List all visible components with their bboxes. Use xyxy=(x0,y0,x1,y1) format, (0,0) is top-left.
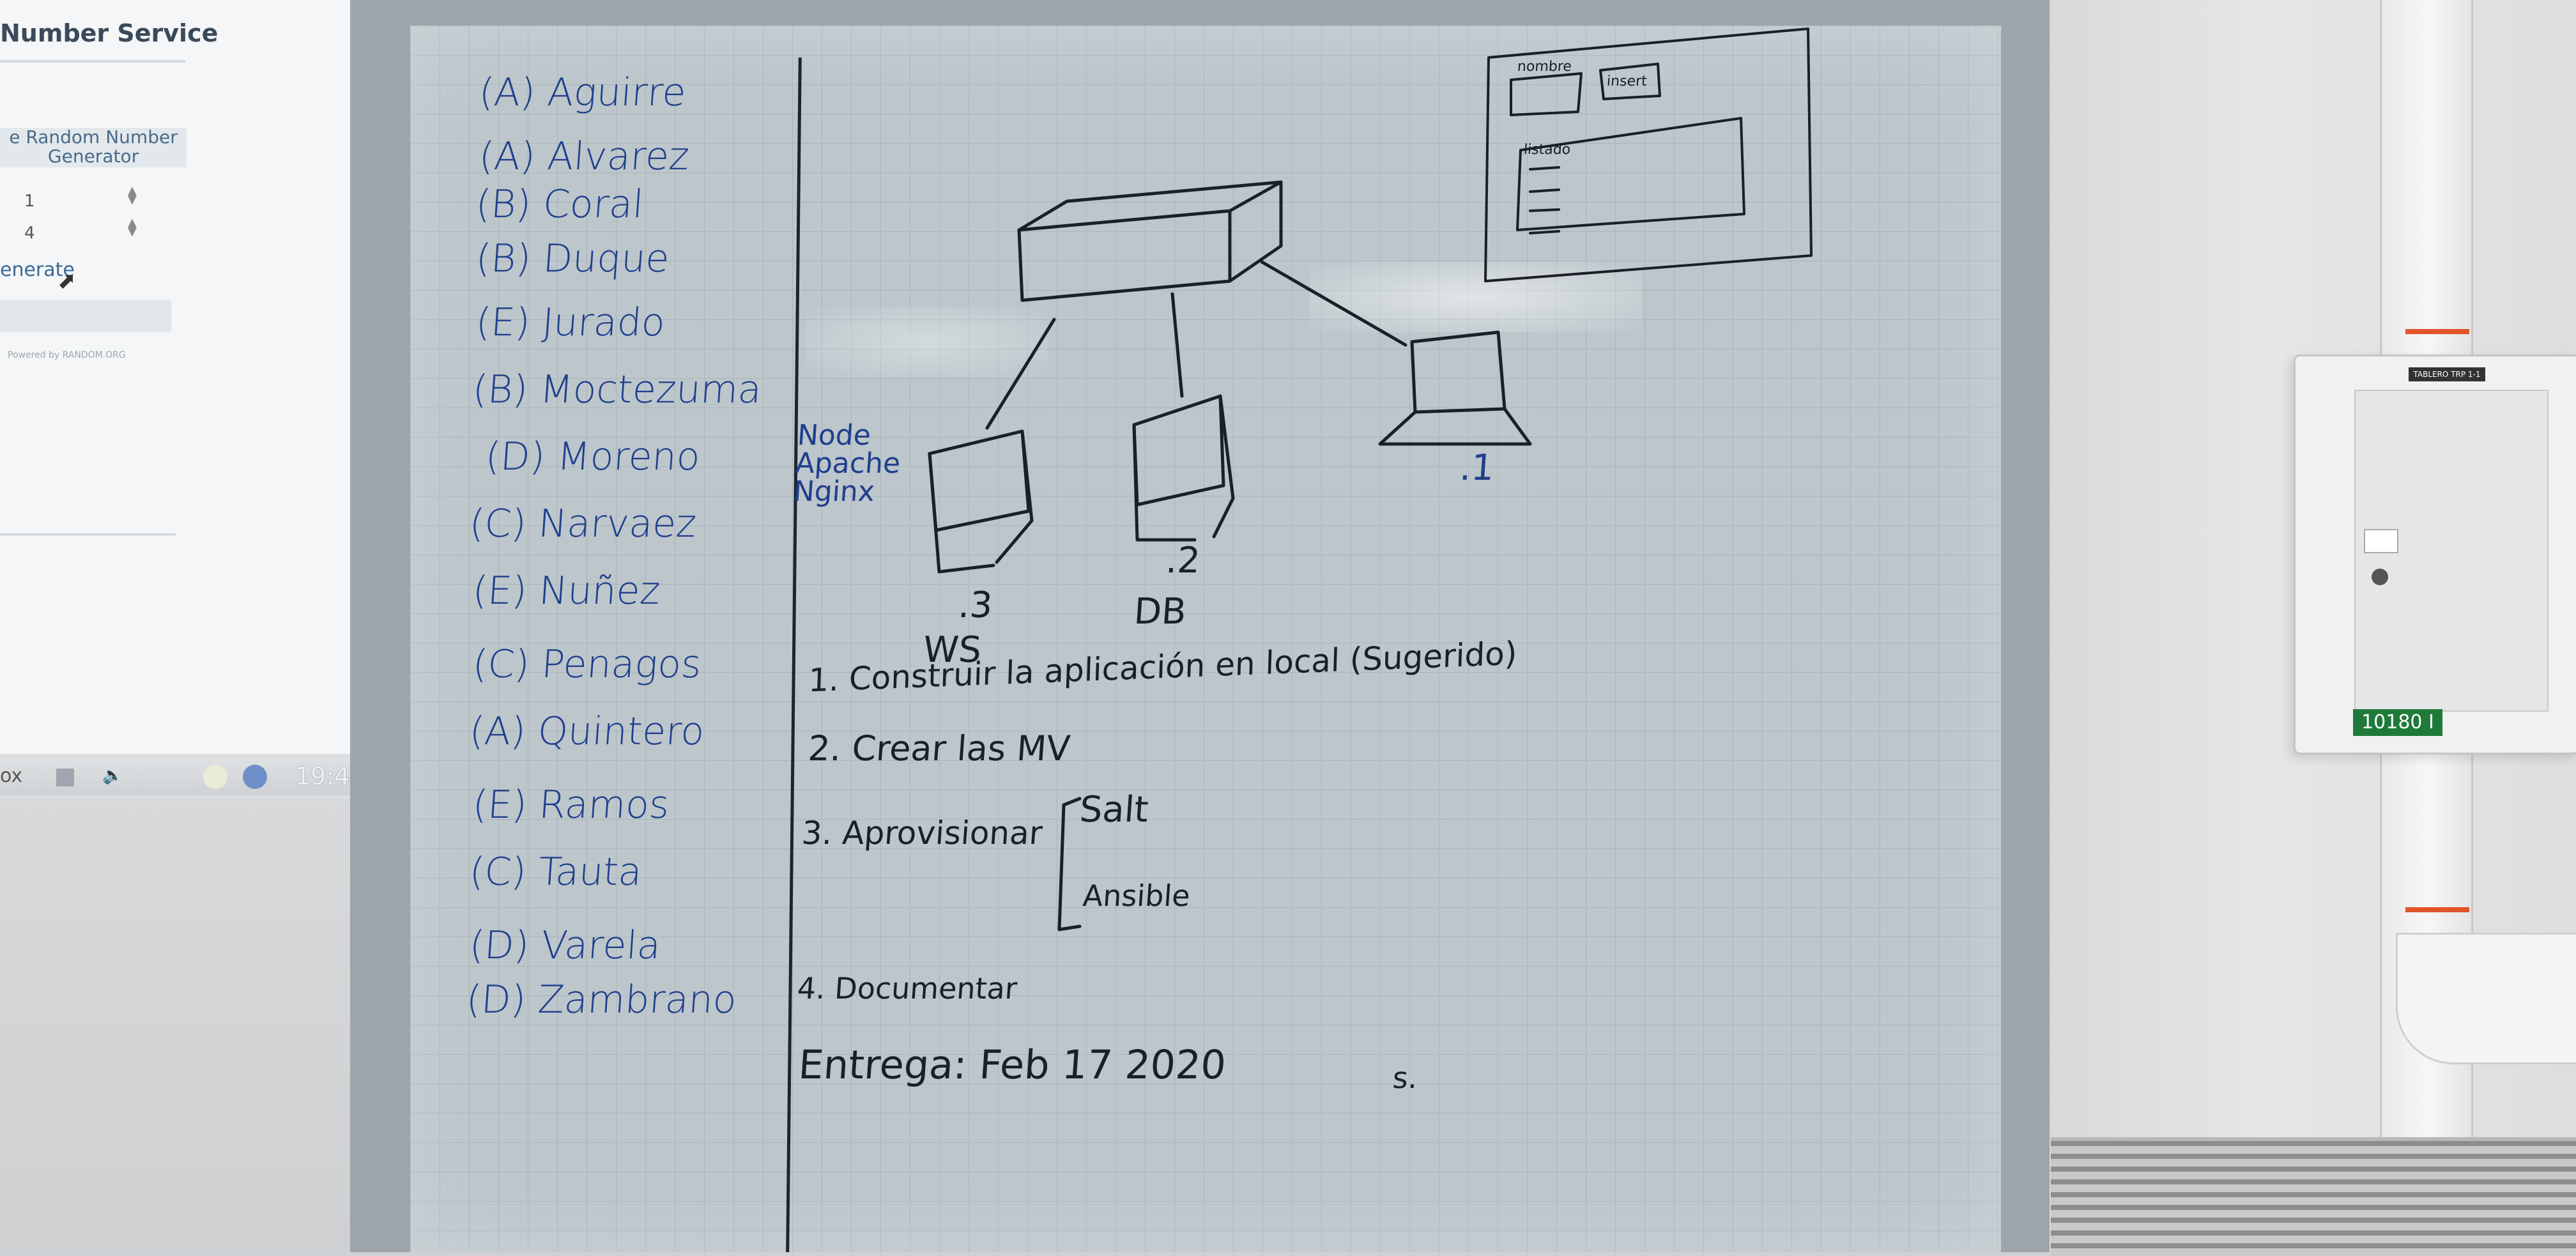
projected-web-page: Number Service e Random Number Generator… xyxy=(0,0,372,754)
db-server-icon xyxy=(1132,394,1235,542)
generate-button: enerate xyxy=(0,259,75,281)
panel-id-tag: 10180 I xyxy=(2353,709,2442,736)
mockup-field-label: nombre xyxy=(1517,59,1572,75)
laptop-icon xyxy=(1378,330,1532,446)
provision-tool-salt: Salt xyxy=(1078,789,1150,831)
generator-header: e Random Number Generator xyxy=(0,128,187,167)
duct-stripe xyxy=(2405,329,2469,334)
link-line xyxy=(985,318,1056,430)
ws-ip-label: .3 xyxy=(956,585,994,626)
lock-icon xyxy=(2372,569,2388,585)
min-value-field: 1 xyxy=(24,192,35,211)
bracket-line xyxy=(1057,797,1082,931)
db-ip-label: .2 xyxy=(1164,540,1202,581)
link-line xyxy=(1170,292,1184,398)
mockup-list-label: listado xyxy=(1523,142,1572,158)
panel-label: TABLERO TRP 1-1 xyxy=(2409,367,2485,381)
duct-stripe xyxy=(2405,907,2469,912)
db-label: DB xyxy=(1132,591,1188,632)
spinner-arrows-icon: ▲▼ xyxy=(128,216,137,238)
step-4: 4. Documentar xyxy=(796,971,1018,1006)
info-icon xyxy=(243,765,267,789)
tray-icon xyxy=(203,765,227,789)
whiteboard-surface xyxy=(410,26,2001,1252)
switch-icon xyxy=(1017,180,1283,302)
light-reflection xyxy=(805,307,1048,377)
ws-server-icon xyxy=(928,429,1034,574)
step-3: 3. Aprovisionar xyxy=(800,815,1044,852)
deadline-text: Entrega: Feb 17 2020 xyxy=(797,1041,1228,1088)
stray-mark: s. xyxy=(1392,1061,1419,1095)
step-2: 2. Crear las MV xyxy=(806,728,1072,769)
volume-icon: 🔈 xyxy=(102,766,123,785)
page-divider xyxy=(0,533,176,535)
mockup-button-label: insert xyxy=(1606,73,1648,89)
client-ip-label: .1 xyxy=(1458,447,1496,489)
ws-stack-label: Node Apache Nginx xyxy=(792,419,901,508)
projected-taskbar: ox 🔈 19:48 xyxy=(0,757,367,795)
spinner-arrows-icon: ▲▼ xyxy=(128,184,137,206)
result-box xyxy=(0,300,171,332)
max-value-field: 4 xyxy=(24,224,35,243)
title-divider xyxy=(0,60,185,63)
workspace-icon xyxy=(56,769,74,786)
powered-by-text: Powered by RANDOM.ORG xyxy=(8,350,126,360)
duct-elbow xyxy=(2396,933,2576,1064)
mouse-cursor-icon: ⬈ xyxy=(57,268,76,294)
taskbar-app-label: ox xyxy=(0,765,23,787)
provision-tool-ansible: Ansible xyxy=(1082,878,1192,913)
air-vent xyxy=(2051,1137,2576,1256)
projected-page-title: Number Service xyxy=(0,19,218,47)
panel-switch xyxy=(2364,529,2398,553)
link-line xyxy=(1260,260,1407,347)
wall-below-projection xyxy=(0,799,374,1252)
ui-mockup-sketch xyxy=(1484,27,1813,282)
